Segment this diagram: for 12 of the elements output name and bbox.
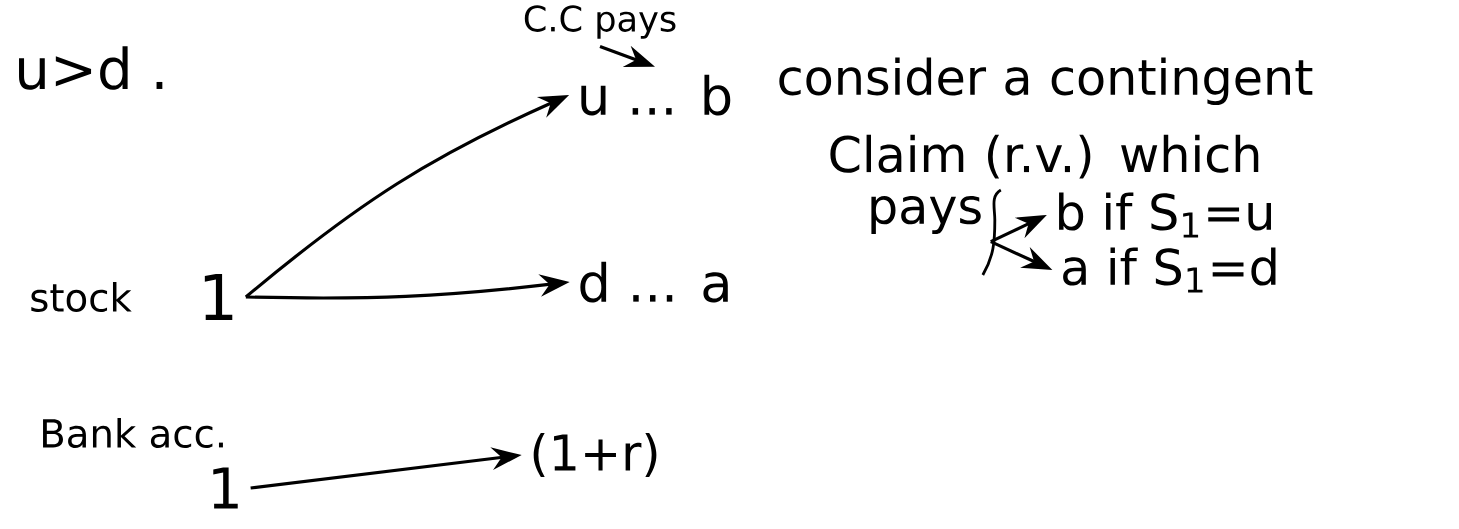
handwritten-term: 1 <box>213 467 238 509</box>
handwritten-term: C.C pays <box>524 5 676 39</box>
handwritten-note: Bank acc. <box>43 418 223 448</box>
handwritten-term: pays <box>871 196 981 234</box>
handwritten-term: d ... a <box>580 261 728 303</box>
handwritten-note: stock <box>31 282 132 312</box>
handwritten-term: a if S$_{1}$=d <box>1063 247 1276 293</box>
handwritten-note: u>d . <box>19 46 163 90</box>
handwritten-term: u ... b <box>581 74 731 116</box>
handwritten-term: 1 <box>204 273 233 321</box>
handwritten-term: (1+r) <box>533 433 657 477</box>
handwritten-term: b if S$_{1}$=u <box>1059 192 1271 238</box>
